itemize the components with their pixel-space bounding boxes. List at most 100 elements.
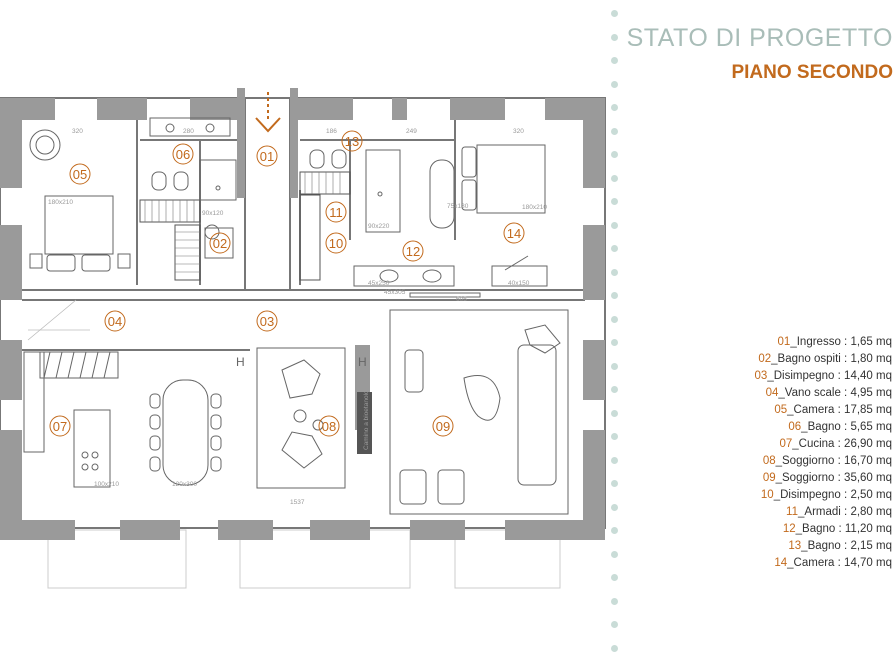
legend-num: 12 <box>782 523 796 535</box>
island-07-label: 100x210 <box>94 481 119 488</box>
living-08 <box>256 347 346 489</box>
legend-area: 14,70 mq <box>844 557 892 569</box>
divider-dot <box>611 292 618 299</box>
legend-item: 11_Armadi : 2,80 mq <box>786 506 892 518</box>
legend-item: 01_Ingresso : 1,65 mq <box>777 336 892 348</box>
bath-12-label: 75x180 <box>447 203 469 210</box>
divider-dot <box>611 480 618 487</box>
divider-dot <box>611 339 618 346</box>
divider-dot <box>611 456 618 464</box>
legend-area: 14,40 mq <box>844 370 892 382</box>
legend-item: 05_Camera : 17,85 mq <box>774 404 892 416</box>
divider-dot <box>611 574 618 581</box>
entrance-arrow-icon <box>255 92 281 133</box>
legend-num: 03 <box>754 370 768 382</box>
divider-dot <box>611 245 618 252</box>
bed-14 <box>461 144 548 287</box>
legend-num: 07 <box>779 438 793 450</box>
stairs <box>27 299 90 341</box>
divider-dot <box>611 33 618 41</box>
legend-area: 26,90 mq <box>844 438 892 450</box>
divider-dot <box>611 550 618 558</box>
h-mark-right: H <box>358 355 367 369</box>
legend-area: 2,80 mq <box>850 506 892 518</box>
legend-area: 35,60 mq <box>844 472 892 484</box>
divider-dot <box>611 57 618 64</box>
legend-area: 1,80 mq <box>850 353 892 365</box>
room-markers <box>49 130 525 437</box>
legend-num: 02 <box>758 353 772 365</box>
legend-name: Cucina <box>798 438 835 450</box>
room-12-label: 12 <box>406 244 420 259</box>
living-09 <box>389 309 569 515</box>
legend-num: 14 <box>774 557 788 569</box>
room-08-label: 08 <box>322 419 336 434</box>
dim-605: 605 <box>456 296 467 303</box>
legend-item: 10_Disimpegno : 2,50 mq <box>760 489 892 501</box>
divider-dot <box>611 80 618 88</box>
divider-dot <box>611 198 618 205</box>
bath-12-fixtures <box>309 149 481 298</box>
dim-1537: 1537 <box>290 499 305 506</box>
wardrobe-hatch <box>144 172 341 273</box>
legend-name: Armadi <box>804 506 841 518</box>
legend-area: 2,50 mq <box>850 489 892 501</box>
bath-06-fixtures <box>149 117 237 259</box>
room-14-label: 14 <box>507 226 521 241</box>
legend-item: 14_Camera : 14,70 mq <box>774 557 892 569</box>
divider-dot <box>611 362 618 370</box>
kitchen-07 <box>23 351 222 488</box>
legend-name: Camera <box>793 557 835 569</box>
divider-dot <box>611 127 618 135</box>
divider-dot <box>611 503 618 511</box>
divider-dot <box>611 409 618 417</box>
legend-area: 1,65 mq <box>850 336 892 348</box>
legend-name: Bagno <box>807 421 841 433</box>
legend-name: Camera <box>793 404 835 416</box>
shower-12-label: 90x220 <box>368 223 390 230</box>
room-11-label: 11 <box>329 205 343 220</box>
dim-320-left: 320 <box>72 128 83 135</box>
legend-num: 11 <box>786 506 798 518</box>
thin-walls <box>0 97 606 529</box>
legend-name: Disimpegno <box>780 489 841 501</box>
legend-item: 12_Bagno : 11,20 mq <box>782 523 892 535</box>
legend-item: 03_Disimpegno : 14,40 mq <box>754 370 892 382</box>
dotted-divider <box>611 0 621 670</box>
legend-name: Bagno <box>802 523 836 535</box>
legend-num: 04 <box>765 387 779 399</box>
room-10-label: 10 <box>329 236 343 251</box>
room-07-label: 07 <box>53 419 67 434</box>
legend-area: 5,65 mq <box>850 421 892 433</box>
dim-280: 280 <box>183 128 194 135</box>
legend-name: Vano scale <box>784 387 841 399</box>
legend-num: 13 <box>788 540 802 552</box>
wardrobes <box>139 171 351 281</box>
dim-249: 249 <box>406 128 417 135</box>
vanity-14-label: 40x150 <box>508 280 530 287</box>
legend-name: Soggiorno <box>782 455 835 467</box>
divider-dot <box>611 433 618 440</box>
legend-area: 16,70 mq <box>844 455 892 467</box>
legend-num: 01 <box>777 336 791 348</box>
divider-dot <box>611 597 618 605</box>
legend-num: 08 <box>762 455 776 467</box>
legend-area: 11,20 mq <box>844 523 892 535</box>
sink-12b-label: 45x305 <box>384 289 406 296</box>
room-03-label: 03 <box>260 314 274 329</box>
sink-12a-label: 45x250 <box>368 280 390 287</box>
legend-area: 17,85 mq <box>844 404 892 416</box>
divider-dot <box>611 621 618 628</box>
legend-item: 02_Bagno ospiti : 1,80 mq <box>758 353 892 365</box>
legend-item: 08_Soggiorno : 16,70 mq <box>762 455 892 467</box>
bed-05 <box>29 129 131 272</box>
fireplace-label: Camino a bioetanolo <box>363 390 370 450</box>
legend-item: 09_Soggiorno : 35,60 mq <box>762 472 892 484</box>
divider-dot <box>611 386 618 393</box>
dim-320-right: 320 <box>513 128 524 135</box>
divider-dot <box>611 644 618 652</box>
fireplace <box>357 392 372 454</box>
divider-dot <box>611 10 618 17</box>
dim-186: 186 <box>326 128 337 135</box>
legend-item: 06_Bagno : 5,65 mq <box>788 421 892 433</box>
